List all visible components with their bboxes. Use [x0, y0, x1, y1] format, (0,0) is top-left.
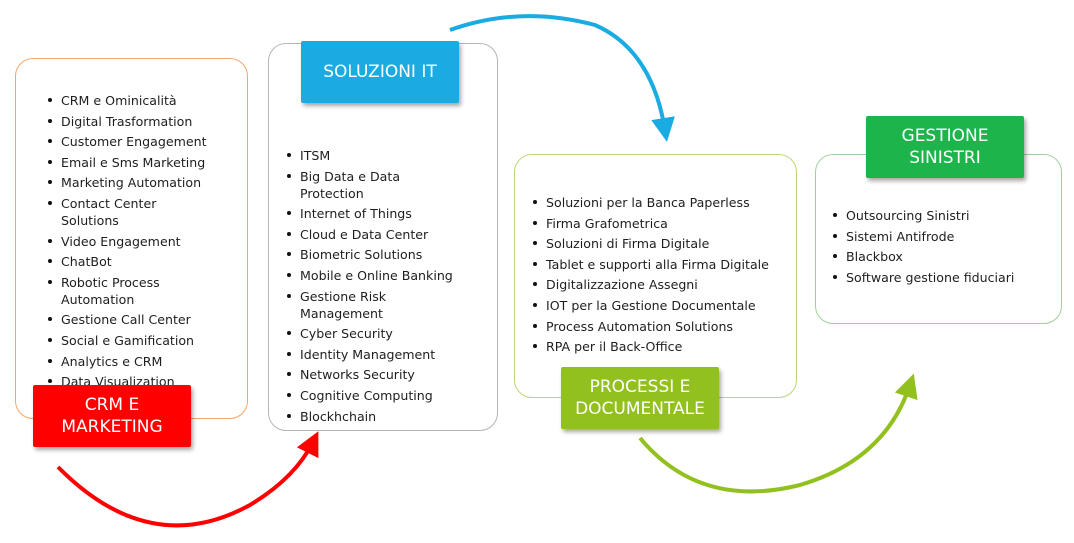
sin-title-line1: GESTIONE — [901, 126, 989, 146]
list-item: Soluzioni di Firma Digitale — [533, 235, 773, 252]
list-item: Gestione Call Center — [48, 311, 208, 328]
list-item: Biometric Solutions — [287, 246, 457, 263]
list-item: ChatBot — [48, 253, 208, 270]
it-title: SOLUZIONI IT — [301, 41, 459, 103]
list-item: Marketing Automation — [48, 174, 208, 191]
list-item: ITSM — [287, 147, 457, 164]
list-item: Customer Engagement — [48, 133, 208, 150]
list-item: IOT per la Gestione Documentale — [533, 297, 773, 314]
list-item: Analytics e CRM — [48, 353, 208, 370]
list-item: RPA per il Back-Office — [533, 338, 773, 355]
list-item: Cognitive Computing — [287, 387, 457, 404]
list-item: Sistemi Antifrode — [833, 228, 1033, 245]
sin-title-line2: SINISTRI — [909, 148, 981, 168]
sin-title: GESTIONE SINISTRI — [866, 116, 1024, 178]
list-item: Robotic Process Automation — [48, 274, 208, 308]
list-item: Soluzioni per la Banca Paperless — [533, 194, 773, 211]
list-item: Social e Gamification — [48, 332, 208, 349]
list-item: Tablet e supporti alla Firma Digitale — [533, 256, 773, 273]
list-item: Gestione Risk Management — [287, 288, 457, 322]
arrow-crm-to-it — [56, 431, 319, 528]
list-item: Blockhchain — [287, 408, 457, 425]
list-item: Blackbox — [833, 248, 1033, 265]
list-item: Video Engagement — [48, 233, 208, 250]
list-item: Mobile e Online Banking — [287, 267, 457, 284]
list-item: Software gestione fiduciari — [833, 269, 1033, 286]
list-item: Identity Management — [287, 346, 457, 363]
list-item: Networks Security — [287, 366, 457, 383]
crm-title-line1: CRM E — [84, 395, 140, 415]
crm-title-line2: MARKETING — [61, 417, 163, 437]
list-item: Outsourcing Sinistri — [833, 207, 1033, 224]
list-item: Digitalizzazione Assegni — [533, 276, 773, 293]
doc-title-line2: DOCUMENTALE — [575, 399, 705, 419]
list-item: Cloud e Data Center — [287, 226, 457, 243]
arrow-it-to-doc — [449, 14, 675, 142]
list-item: Contact Center Solutions — [48, 195, 208, 229]
list-item: Firma Grafometrica — [533, 215, 773, 232]
it-title-line1: SOLUZIONI IT — [323, 62, 437, 82]
list-item: CRM e Ominicalità — [48, 92, 208, 109]
list-item: Big Data e Data Protection — [287, 168, 457, 202]
list-item: Digital Trasformation — [48, 113, 208, 130]
list-item: Cyber Security — [287, 325, 457, 342]
list-item: Process Automation Solutions — [533, 318, 773, 335]
arrow-doc-to-sin — [638, 373, 918, 494]
doc-title: PROCESSI E DOCUMENTALE — [561, 367, 719, 429]
crm-title: CRM E MARKETING — [33, 385, 191, 447]
list-item: Internet of Things — [287, 205, 457, 222]
doc-title-line1: PROCESSI E — [589, 377, 691, 397]
list-item: Email e Sms Marketing — [48, 154, 208, 171]
